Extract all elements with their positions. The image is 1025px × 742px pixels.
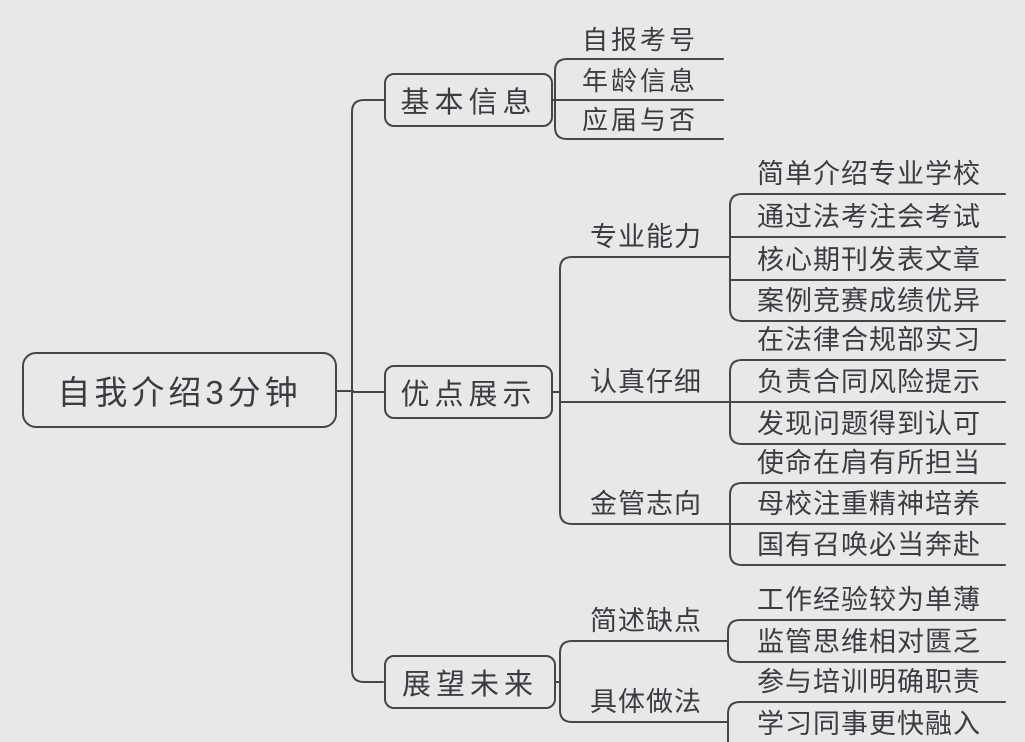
leaf-label[interactable]: 国有召唤必当奔赴 — [757, 530, 981, 560]
leaf-label[interactable]: 核心期刊发表文章 — [757, 245, 981, 275]
leaf-label[interactable]: 母校注重精神培养 — [757, 489, 981, 519]
subtopic-label-carefulness[interactable]: 认真仔细 — [590, 367, 702, 397]
branch-node-basic-info[interactable]: 基本信息 — [384, 73, 553, 127]
leaf-label[interactable]: 在法律合规部实习 — [757, 325, 981, 355]
leaf-label[interactable]: 年龄信息 — [581, 66, 698, 96]
leaf-label[interactable]: 应届与否 — [581, 105, 698, 135]
branch-label: 优点展示 — [400, 379, 537, 411]
leaf-label[interactable]: 使命在肩有所担当 — [757, 448, 981, 478]
subtopic-label-actions[interactable]: 具体做法 — [590, 687, 702, 717]
leaf-label[interactable]: 参与培训明确职责 — [757, 667, 981, 697]
leaf-label[interactable]: 通过法考注会考试 — [757, 202, 981, 232]
leaf-label[interactable]: 案例竞赛成绩优异 — [757, 286, 981, 316]
root-label: 自我介绍3分钟 — [57, 374, 302, 411]
leaf-label[interactable]: 发现问题得到认可 — [757, 409, 981, 439]
leaf-label[interactable]: 监管思维相对匮乏 — [757, 627, 981, 657]
leaf-label[interactable]: 负责合同风险提示 — [757, 367, 981, 397]
branch-node-strengths[interactable]: 优点展示 — [384, 365, 553, 419]
leaf-label[interactable]: 自报考号 — [581, 25, 698, 55]
subtopic-label-weaknesses[interactable]: 简述缺点 — [590, 606, 702, 636]
branch-node-future[interactable]: 展望未来 — [384, 655, 556, 709]
leaf-label[interactable]: 学习同事更快融入 — [757, 709, 981, 739]
subtopic-label-professional-ability[interactable]: 专业能力 — [590, 222, 702, 252]
subtopic-label-regulator-aspiration[interactable]: 金管志向 — [590, 489, 702, 519]
trunk-line — [351, 99, 385, 683]
root-node[interactable]: 自我介绍3分钟 — [22, 352, 337, 428]
leaf-label[interactable]: 简单介绍专业学校 — [757, 159, 981, 189]
branch-label: 基本信息 — [400, 87, 537, 119]
branch-label: 展望未来 — [401, 669, 538, 701]
leaf-label[interactable]: 工作经验较为单薄 — [757, 585, 981, 615]
